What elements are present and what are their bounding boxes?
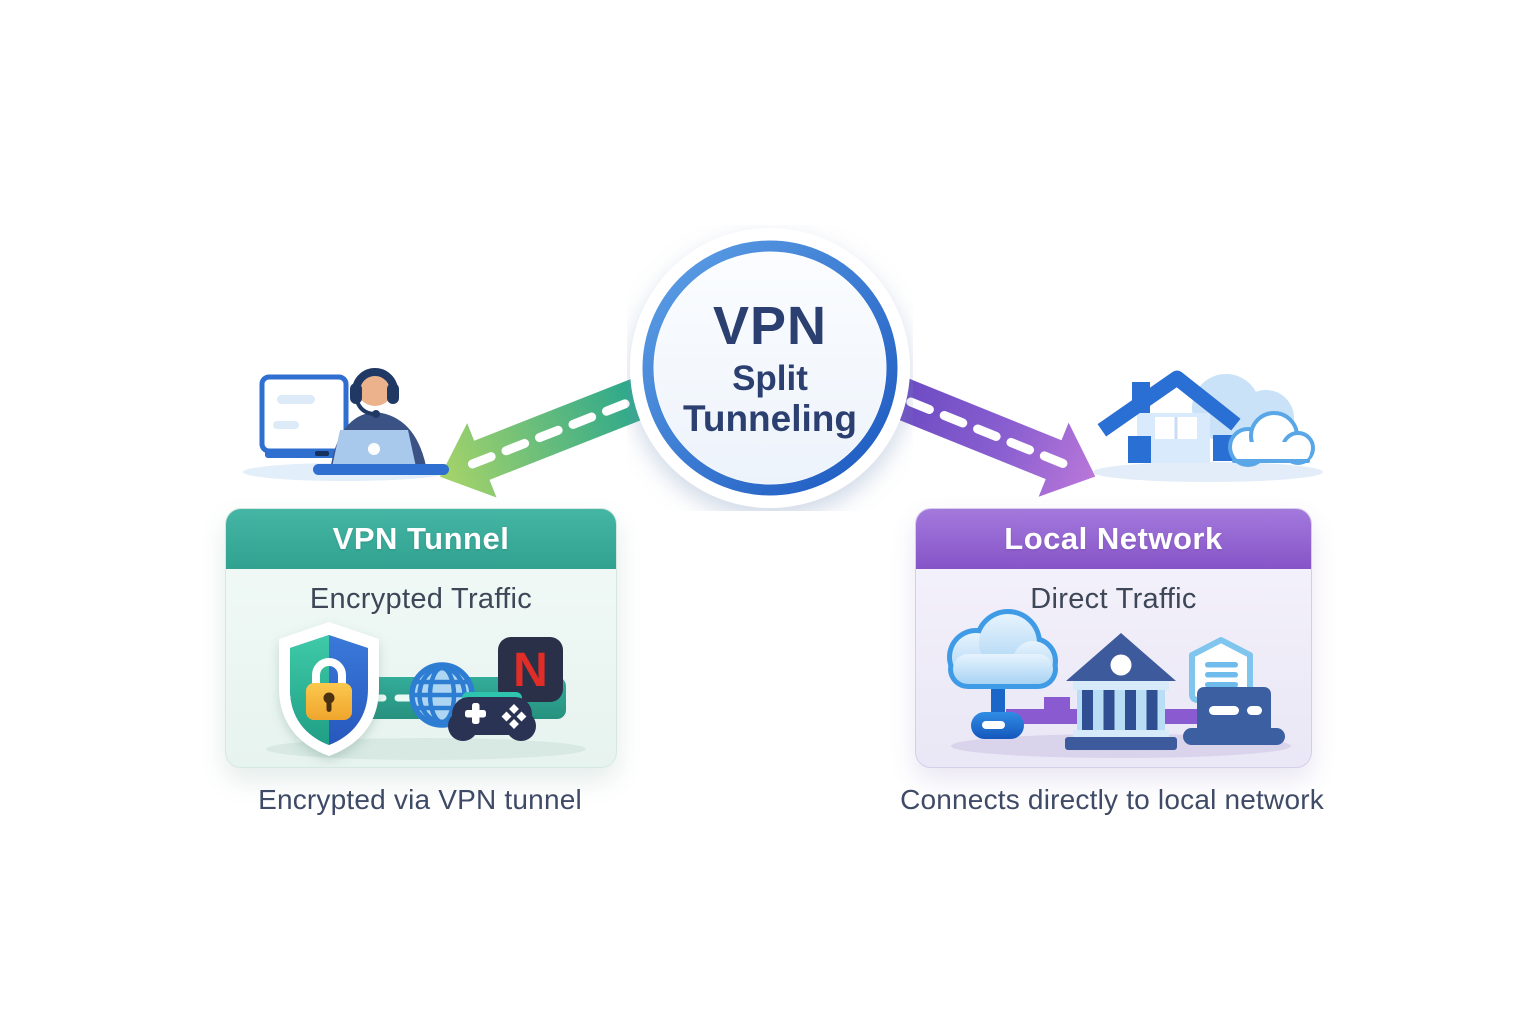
- badge-title: VPN: [712, 295, 828, 356]
- vpn-split-tunneling-badge: VPN Split Tunneling: [627, 225, 913, 511]
- local-network-card-header: Local Network: [916, 509, 1311, 569]
- netflix-icon: N: [498, 637, 563, 702]
- local-network-arrow-icon: [888, 376, 1096, 497]
- house-cloud-icon: [1093, 370, 1323, 482]
- document-icon: [1189, 637, 1253, 703]
- shield-lock-icon: [279, 622, 379, 756]
- badge-subtitle-line2: Tunneling: [683, 397, 857, 439]
- house-icon: [1097, 370, 1241, 463]
- netflix-letter: N: [513, 644, 548, 697]
- game-controller-icon: [448, 692, 536, 741]
- laptop-icon: [313, 430, 449, 475]
- bank-icon: [1065, 633, 1177, 750]
- vpn-tunnel-card-header: VPN Tunnel: [226, 509, 616, 569]
- icons-shadow: [266, 738, 586, 760]
- badge-ring: [630, 228, 910, 508]
- local-path-bar: [1006, 697, 1211, 724]
- printer-icon: [1183, 687, 1285, 745]
- person-at-laptop-icon: [243, 368, 449, 481]
- local-network-caption: Connects directly to local network: [900, 784, 1324, 815]
- badge-text: VPN Split Tunneling: [627, 225, 913, 511]
- monitor-icon: [259, 374, 349, 458]
- vpn-tunnel-caption: Encrypted via VPN tunnel: [258, 784, 582, 815]
- front-cloud: [1228, 411, 1315, 467]
- globe-icon: [409, 662, 475, 728]
- local-network-card: Local Network Direct Traffic: [915, 508, 1312, 768]
- vpn-tunnel-card-subtitle: Encrypted Traffic: [309, 583, 533, 615]
- local-network-card-subtitle: Direct Traffic: [1030, 583, 1197, 615]
- cloud-key-icon: [947, 609, 1058, 739]
- icons-shadow: [951, 734, 1291, 758]
- tunnel-bar: [314, 677, 566, 719]
- cloud-fill: [952, 614, 1053, 684]
- ground-shadow: [1093, 462, 1323, 482]
- badge-subtitle-line1: Split: [732, 358, 808, 398]
- cloud-outline: [947, 609, 1058, 689]
- vpn-tunnel-card: VPN Tunnel Encrypted Traffic: [225, 508, 617, 768]
